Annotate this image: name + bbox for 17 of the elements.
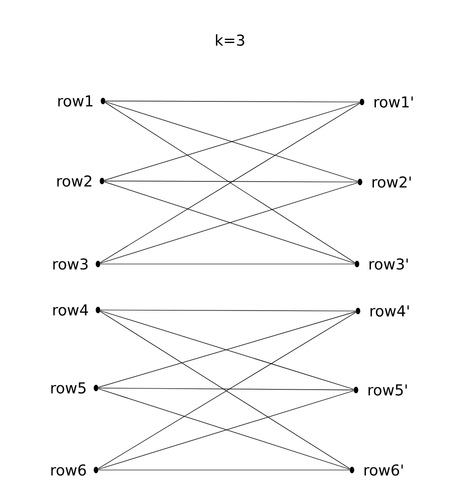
- row-label: row3: [53, 258, 88, 270]
- row-label: row6: [51, 464, 86, 476]
- line: [98, 388, 354, 390]
- row-label: row2': [372, 176, 411, 188]
- row-label: row2: [57, 175, 92, 187]
- title: k=3: [216, 34, 244, 46]
- row-label: row4': [370, 305, 409, 317]
- line: [105, 100, 360, 102]
- line: [100, 310, 356, 312]
- row-label: row1': [374, 96, 413, 108]
- row-label: row6': [364, 464, 403, 476]
- row-label: row4: [53, 304, 88, 316]
- row-label: row5: [51, 382, 86, 394]
- row-label: row5': [368, 384, 407, 396]
- row-label: row3': [370, 258, 408, 270]
- row-label: row1: [58, 95, 92, 107]
- line: [104, 180, 358, 182]
